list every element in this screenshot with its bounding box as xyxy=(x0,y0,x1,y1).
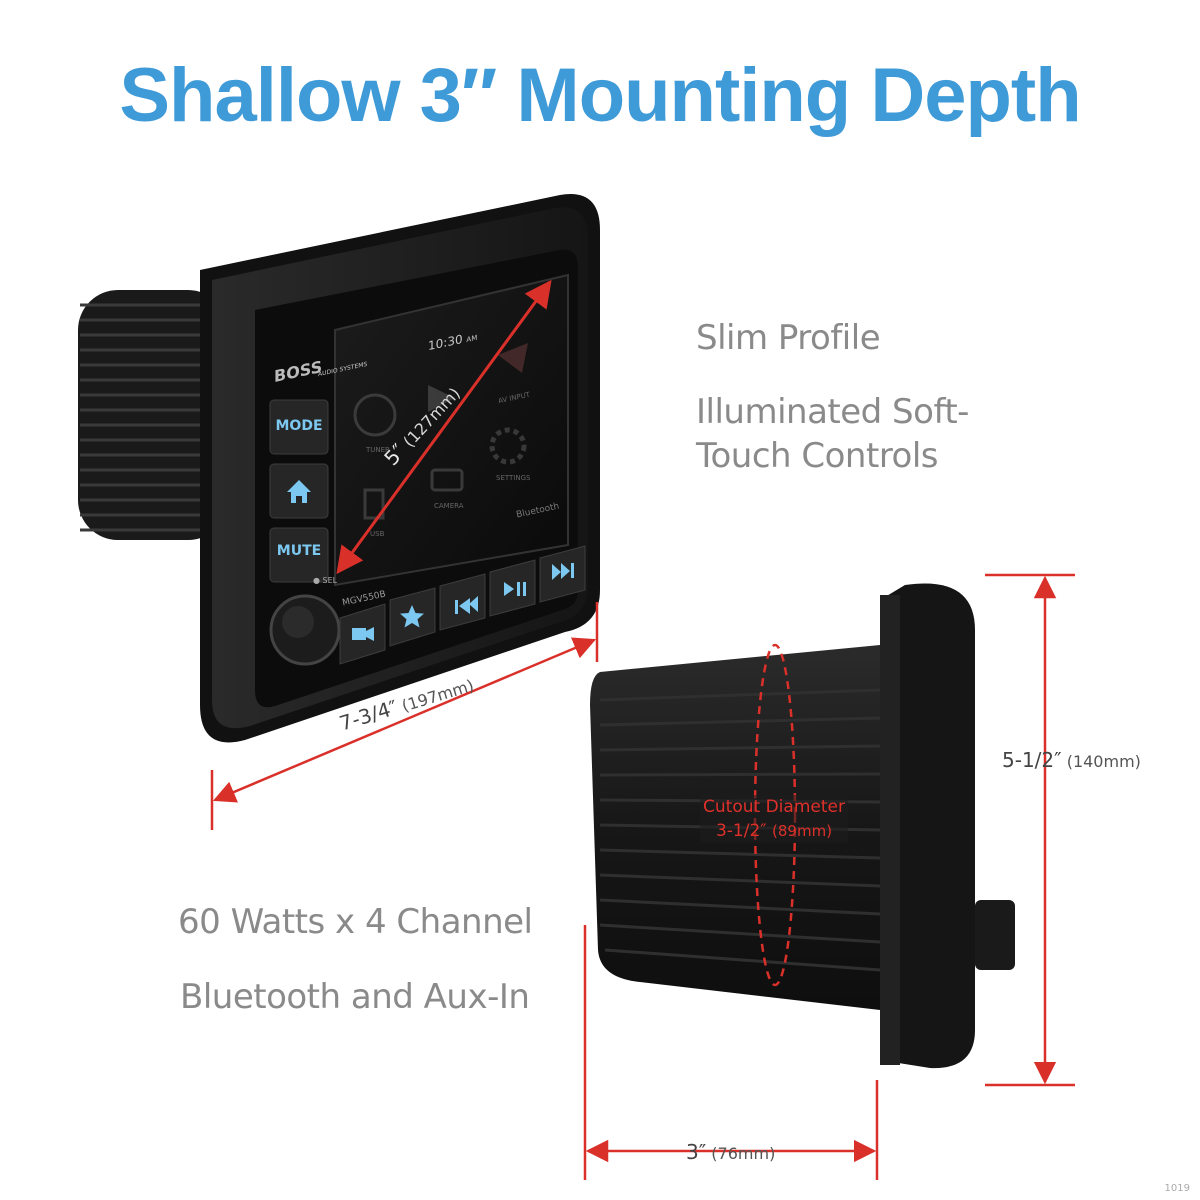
screen-settings-label: SETTINGS xyxy=(496,474,531,482)
mode-button[interactable] xyxy=(269,399,329,455)
image-id: 1019 xyxy=(1164,1183,1190,1194)
depth-label: 3″ (76mm) xyxy=(686,1140,776,1164)
touch-screen[interactable] xyxy=(334,273,569,587)
feature-watts: 60 Watts x 4 Channel xyxy=(178,902,533,942)
feature-illuminated-controls: Illuminated Soft-Touch Controls xyxy=(696,392,969,476)
cutout-label: Cutout Diameter 3-1/2″ (89mm) xyxy=(700,795,848,843)
sel-label: ● SEL xyxy=(313,576,338,585)
feature-slim-profile: Slim Profile xyxy=(696,318,881,358)
cutout-metric: (89mm) xyxy=(772,822,833,840)
height-label: 5-1/2″ (140mm) xyxy=(1002,748,1141,772)
height-dimension xyxy=(985,573,1075,1087)
camera-icon xyxy=(352,627,374,641)
screen-camera-label: CAMERA xyxy=(434,502,464,510)
screen-tuner-label: TUNER xyxy=(366,446,390,454)
home-icon xyxy=(287,480,311,503)
feature-bluetooth: Bluetooth and Aux-In xyxy=(180,977,530,1017)
star-icon xyxy=(400,605,424,628)
cutout-imperial: 3-1/2″ xyxy=(715,821,767,841)
play-pause-icon xyxy=(504,582,526,596)
width-dimension xyxy=(210,602,599,830)
cutout-title: Cutout Diameter xyxy=(703,797,845,817)
previous-track-button[interactable] xyxy=(439,573,486,631)
knob-side xyxy=(975,900,1015,970)
depth-dimension xyxy=(583,925,879,1180)
front-unit xyxy=(78,194,600,830)
side-unit xyxy=(583,573,1075,1180)
next-track-icon xyxy=(552,563,574,580)
headline: Shallow 3″ Mounting Depth xyxy=(119,53,1081,138)
screen-usb-label: USB xyxy=(370,530,385,538)
mute-label: MUTE xyxy=(276,543,322,559)
mute-button[interactable] xyxy=(269,527,329,583)
mode-label: MODE xyxy=(275,418,323,434)
diagonal-dimension-line xyxy=(336,279,552,575)
previous-track-icon xyxy=(455,596,478,614)
